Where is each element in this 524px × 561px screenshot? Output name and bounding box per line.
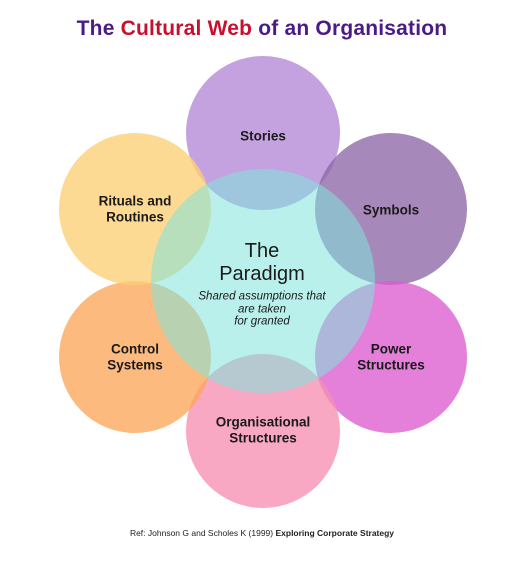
- control-systems-label: Control Systems: [107, 342, 163, 373]
- rituals-and-routines-label-line1: Rituals and: [98, 193, 172, 209]
- paradigm-circle: [151, 169, 375, 393]
- power-structures-label-line2: Structures: [357, 357, 425, 372]
- control-systems-label-line2: Systems: [107, 357, 163, 372]
- organisational-structures-circle: [186, 354, 340, 508]
- paradigm-title-line1: The: [244, 240, 280, 262]
- paradigm-title-line2: Paradigm: [219, 263, 305, 285]
- rituals-and-routines-label: Rituals and Routines: [99, 194, 172, 225]
- paradigm-title: The Paradigm: [219, 240, 305, 286]
- symbols-label: Symbols: [363, 202, 419, 218]
- page-title: The Cultural Web of an Organisation: [0, 17, 524, 41]
- symbols-label-line1: Symbols: [362, 202, 420, 218]
- reference-note: Ref: Johnson G and Scholes K (1999) Expl…: [0, 528, 524, 538]
- stories-label: Stories: [240, 128, 286, 144]
- organisational-structures-label-line1: Organisational: [215, 414, 311, 430]
- organisational-structures-label: Organisational Structures: [216, 415, 311, 446]
- control-systems-label-line1: Control: [110, 341, 159, 357]
- paradigm-subtitle: Shared assumptions that are taken for gr…: [198, 290, 325, 328]
- paradigm-subtitle-line3: for granted: [234, 315, 290, 328]
- organisational-structures-label-line2: Structures: [229, 430, 297, 445]
- reference-title: Exploring Corporate Strategy: [275, 528, 395, 538]
- power-structures-label: Power Structures: [357, 342, 425, 373]
- paradigm-subtitle-line1: Shared assumptions that: [198, 290, 326, 303]
- stories-label-line1: Stories: [240, 128, 286, 144]
- rituals-and-routines-label-line2: Routines: [106, 209, 164, 224]
- title-part-1: The: [76, 17, 115, 40]
- stories-circle: [186, 56, 340, 210]
- title-part-2: Cultural Web: [120, 17, 253, 40]
- power-structures-label-line1: Power: [370, 341, 412, 357]
- reference-prefix: Ref: Johnson G and Scholes K (1999): [129, 528, 274, 538]
- title-part-3: of an Organisation: [258, 17, 448, 40]
- paradigm-subtitle-line2: are taken: [238, 302, 286, 315]
